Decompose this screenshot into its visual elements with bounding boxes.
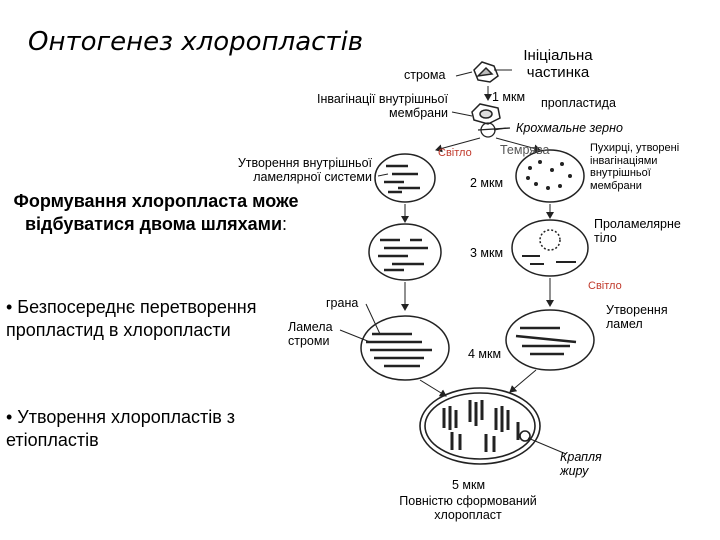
label-grana: грана (326, 296, 359, 310)
label-inner-lamellar: Утворення внутрішньої ламелярної системи (237, 156, 372, 185)
label-light-1: Світло (438, 147, 472, 159)
arrow-split-dark (495, 137, 541, 153)
label-stroma: строма (404, 68, 446, 82)
label-4um: 4 мкм (468, 347, 502, 361)
label-3um: 3 мкм (470, 246, 504, 260)
label-1um: 1 мкм (492, 90, 526, 104)
label-light-2: Світло (588, 280, 622, 292)
plastid-left-stage2 (368, 223, 442, 281)
label-2um: 2 мкм (470, 176, 504, 190)
label-vesicles: Пухирці, утворені інвагінаціями внутрішн… (590, 142, 680, 192)
label-proplastid: пропластида (541, 96, 616, 110)
bullet-direct-transformation: • Безпосереднє перетворення пропластид в… (6, 297, 257, 341)
label-mature-chloroplast: Повністю сформований хлоропласт (399, 494, 537, 523)
label-darkness: Темрява (500, 143, 550, 157)
plastid-left-stage1 (374, 153, 436, 203)
label-stroma-lamella: Ламела строми (288, 320, 333, 349)
label-prolamellar: Проламелярне тіло (594, 217, 681, 246)
initial-particle-shape (473, 61, 499, 83)
label-fat-drop: Крапля жиру (560, 450, 602, 479)
label-initial-particle: Ініціальна частинка (523, 47, 593, 82)
plastid-left-stage3 (360, 315, 450, 381)
label-invaginations: Інвагінації внутрішньої мембрани (316, 92, 448, 121)
page-title: Онтогенез хлоропластів (28, 27, 364, 57)
mature-chloroplast-shape (419, 387, 541, 465)
plastid-right-stage1 (515, 149, 585, 203)
proplastid-shape (471, 103, 501, 125)
plastid-right-stage2 (511, 219, 589, 277)
formation-heading: Формування хлоропласта може відбуватися … (13, 191, 299, 234)
plastid-right-stage3 (505, 309, 595, 371)
label-5um: 5 мкм (452, 478, 486, 492)
label-lamella-formation: Утворення ламел (606, 303, 668, 332)
bullet-etioplast-formation: • Утворення хлоропластів з етіопластів (6, 407, 236, 451)
label-starch: Крохмальне зерно (516, 121, 623, 135)
arrow-split-light (435, 137, 481, 153)
